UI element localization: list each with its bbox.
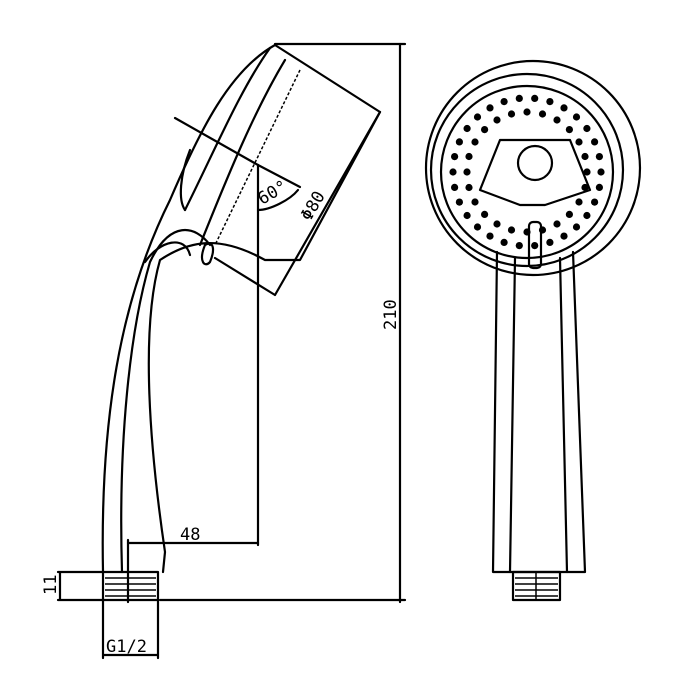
hub-plate: [478, 138, 592, 207]
nozzle-dot: [583, 211, 591, 220]
nozzle-dot: [451, 183, 459, 191]
nozzle-dot: [463, 168, 471, 176]
nozzle-dot: [493, 116, 501, 124]
nozzle-dot: [591, 198, 599, 206]
nozzle-dot: [546, 98, 554, 106]
spray-face: [439, 84, 615, 260]
nozzle-dot: [507, 110, 516, 118]
thread-size-label: G1/2: [106, 637, 147, 657]
offset-label: 48: [180, 525, 200, 545]
spray-nozzles: [449, 94, 605, 250]
nozzle-dot: [471, 138, 479, 146]
nozzle-dot: [507, 226, 516, 234]
side-view: 60° Φ80 210 48 11 G1/2: [41, 42, 407, 660]
nozzle-dot: [572, 113, 581, 121]
selector-lever: [527, 220, 543, 270]
nozzle-dot: [481, 210, 489, 218]
nozzle-dot: [575, 198, 583, 206]
nozzle-dot: [500, 238, 508, 246]
front-thread-lines: [515, 572, 558, 600]
head-face-line: [183, 46, 287, 247]
nozzle-dot: [493, 220, 501, 228]
angle-arc: [256, 163, 302, 212]
nozzle-dot: [473, 113, 482, 121]
nozzle-dot: [481, 126, 489, 134]
nozzle-dot: [486, 104, 494, 112]
nozzle-dot: [581, 183, 589, 192]
thread-size-dimension: [101, 598, 160, 660]
nozzle-dot: [451, 153, 459, 161]
handle-outer-contour: [101, 43, 382, 574]
thread-length-dimension: [56, 570, 105, 602]
nozzle-oval: [201, 242, 215, 266]
handle-neck: [143, 241, 192, 264]
nozzle-dot: [455, 138, 463, 146]
nozzle-dot: [538, 110, 547, 118]
nozzle-dot: [560, 104, 568, 112]
nozzle-dot: [595, 183, 604, 191]
nozzle-dot: [553, 116, 561, 124]
nozzle-dot: [500, 98, 508, 106]
head-rim: [429, 72, 625, 268]
nozzle-dot: [583, 124, 591, 133]
front-view: [424, 59, 642, 602]
nozzle-dot: [591, 138, 599, 146]
handle-body: [491, 250, 587, 574]
center-hub: [516, 144, 554, 182]
thread-connector: [101, 570, 160, 602]
head-nozzle-row: [214, 69, 301, 246]
nozzle-dot: [597, 168, 605, 176]
thread-length-label: 11: [41, 575, 61, 595]
nozzle-dot: [486, 232, 494, 240]
head-outer-ring: [424, 59, 642, 277]
nozzle-dot: [515, 94, 523, 102]
nozzle-dot: [463, 124, 471, 133]
nozzle-dot: [531, 242, 539, 250]
nozzle-dot: [546, 238, 554, 246]
nozzle-dot: [553, 220, 561, 228]
nozzle-dot: [565, 126, 574, 134]
thread-lines: [105, 577, 156, 597]
diameter-label: Φ80: [297, 188, 330, 225]
head-back-curve: [179, 148, 192, 212]
handle-inner-edge: [508, 256, 569, 574]
nozzle-dot: [531, 94, 539, 102]
nozzle-dot: [583, 168, 591, 176]
nozzle-dot: [465, 152, 473, 161]
nozzle-dot: [515, 242, 523, 250]
nozzle-dot: [575, 138, 583, 146]
nozzle-dot: [572, 223, 581, 231]
nozzle-dot: [463, 211, 471, 220]
nozzle-dot: [471, 198, 479, 206]
nozzle-dot: [581, 152, 589, 161]
nozzle-dot: [560, 232, 568, 240]
height-label: 210: [381, 299, 401, 330]
head-diameter-dimension: [173, 110, 382, 297]
nozzle-dot: [565, 210, 574, 218]
nozzle-dot: [465, 183, 473, 192]
nozzle-dot: [523, 108, 531, 116]
nozzle-dot: [449, 168, 457, 176]
angle-label: 60°: [255, 177, 292, 210]
nozzle-dot: [473, 223, 482, 231]
handle-inner-line: [120, 229, 212, 574]
nozzle-dot: [455, 198, 463, 206]
nozzle-dot: [595, 153, 604, 161]
